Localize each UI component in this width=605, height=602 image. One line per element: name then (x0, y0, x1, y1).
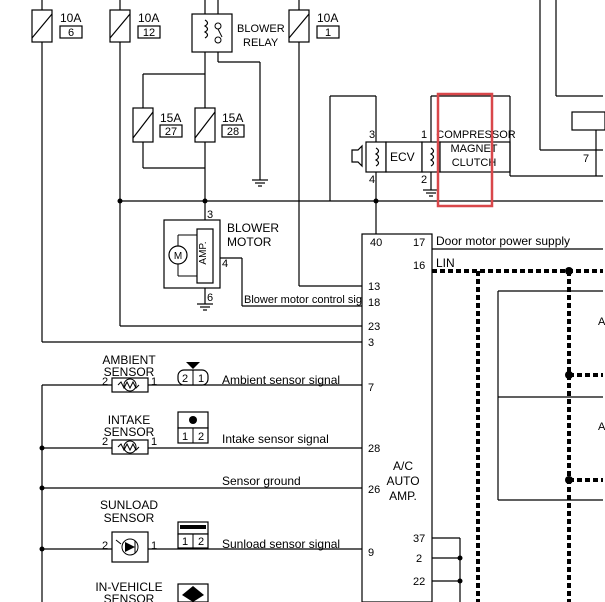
ac-auto-amp: A/C AUTO AMP. 40 13 18 23 3 7 28 26 9 17… (361, 233, 433, 602)
fuse-10a-1: 10A 1 (288, 0, 340, 43)
ambient-connector-icon: 2 1 (177, 362, 209, 386)
intake-connector-icon: 1 2 (177, 411, 209, 444)
intake-conn-right: 2 (198, 431, 204, 443)
lin-bus (432, 267, 603, 602)
fuse-number: 28 (227, 126, 239, 138)
edge-label-a1: A (598, 316, 605, 328)
pin-9: 9 (368, 547, 374, 559)
pin-2: 2 (416, 553, 422, 565)
clutch-pin-1: 1 (421, 129, 427, 141)
ecv-label: ECV (390, 150, 415, 164)
clutch-label-3: CLUTCH (452, 157, 497, 169)
intake-sensor: INTAKE SENSOR 2 1 (42, 413, 362, 455)
intake-signal-label: Intake sensor signal (222, 432, 329, 446)
ambient-label-2: SENSOR (104, 365, 155, 379)
sunload-label-2: SENSOR (104, 511, 155, 525)
ambient-conn-left: 2 (182, 373, 188, 385)
ambient-signal-label: Ambient sensor signal (222, 373, 340, 387)
fuse-rating: 15A (222, 111, 243, 125)
ecv-pin-4: 4 (369, 174, 375, 186)
amp-label-3: AMP. (389, 489, 417, 503)
sunload-pin-1: 1 (151, 540, 157, 552)
pin-40: 40 (370, 237, 382, 249)
invehicle-label-2: SENSOR (104, 592, 155, 602)
amp-label: AMP. (198, 241, 209, 264)
edge-label-a2: A (598, 421, 605, 433)
pin-23: 23 (368, 321, 380, 333)
sensor-ground-label: Sensor ground (222, 474, 301, 488)
right-pin-7: 7 (583, 153, 589, 165)
amp-label-2: AUTO (386, 474, 419, 488)
invehicle-label-1: IN-VEHICLE (95, 580, 162, 594)
motor-pin-4: 4 (222, 258, 228, 270)
ground-symbol (197, 303, 213, 311)
pin-37: 37 (413, 533, 425, 545)
motor-pin-6: 6 (207, 292, 213, 304)
fuse-rating: 10A (138, 11, 159, 25)
motor-label-2: MOTOR (227, 235, 272, 249)
fuse-15a-27: 15A 27 (132, 107, 183, 143)
pin-26: 26 (368, 484, 380, 496)
clutch-label-2: MAGNET (450, 143, 497, 155)
sunload-signal-label: Sunload sensor signal (222, 537, 340, 551)
motor-label-1: BLOWER (227, 221, 279, 235)
relay-label-1: BLOWER (237, 23, 285, 35)
compressor-magnet-clutch: 1 2 COMPRESSOR MAGNET CLUTCH (421, 129, 516, 186)
pin-3: 3 (368, 337, 374, 349)
blower-relay: BLOWER RELAY (191, 0, 285, 187)
fuse-10a-12: 10A 12 (109, 0, 161, 43)
pin-28: 28 (368, 443, 380, 455)
fuse-rating: 15A (160, 111, 181, 125)
ecv-pin-3: 3 (369, 129, 375, 141)
pin-18: 18 (368, 297, 380, 309)
blower-motor: 3 M AMP. BLOWER MOTOR 4 6 (163, 209, 279, 304)
sunload-conn-left: 1 (182, 536, 188, 548)
fuse-number: 1 (325, 27, 331, 39)
relay-label-2: RELAY (243, 37, 279, 49)
motor-symbol: M (174, 251, 182, 262)
intake-pin-2: 2 (102, 436, 108, 448)
highlight-box (436, 92, 494, 208)
pin-13: 13 (368, 281, 380, 293)
fuse-number: 6 (68, 27, 74, 39)
amp-label-1: A/C (393, 459, 413, 473)
ecv: 3 4 ECV (351, 129, 423, 186)
in-vehicle-sensor: IN-VEHICLE SENSOR (95, 580, 209, 602)
sunload-conn-right: 2 (198, 536, 204, 548)
blower-control-signal: Blower motor control signal (244, 294, 377, 306)
fuse-number: 27 (165, 126, 177, 138)
intake-pin-1: 1 (151, 436, 157, 448)
sunload-sensor: SUNLOAD SENSOR 2 1 (42, 498, 362, 563)
intake-label-2: SENSOR (104, 425, 155, 439)
sunload-pin-2: 2 (102, 540, 108, 552)
fuse-10a-6: 10A 6 (31, 0, 83, 43)
fuse-15a-28: 15A 28 (194, 107, 245, 143)
sunload-connector-icon: 1 2 (177, 521, 209, 549)
intake-conn-left: 1 (182, 431, 188, 443)
door-motor-signal: Door motor power supply (436, 234, 570, 248)
fuse-rating: 10A (317, 11, 338, 25)
motor-pin-3: 3 (207, 209, 213, 221)
ground-symbol (423, 189, 439, 197)
pin-7: 7 (368, 382, 374, 394)
lin-label: LIN (436, 256, 455, 270)
clutch-label-1: COMPRESSOR (436, 129, 516, 141)
fuse-rating: 10A (60, 11, 81, 25)
ambient-conn-right: 1 (198, 373, 204, 385)
ambient-label-1: AMBIENT (102, 353, 156, 367)
right-edge-structure: 7 (510, 0, 605, 177)
pin-17: 17 (413, 237, 425, 249)
pin-22: 22 (413, 576, 425, 588)
intake-label-1: INTAKE (108, 413, 150, 427)
clutch-pin-2: 2 (421, 174, 427, 186)
ambient-pin-2: 2 (102, 376, 108, 388)
fuse-number: 12 (143, 27, 155, 39)
ambient-pin-1: 1 (151, 376, 157, 388)
ground-symbol (252, 179, 268, 187)
pin-16: 16 (413, 260, 425, 272)
sunload-label-1: SUNLOAD (100, 498, 158, 512)
